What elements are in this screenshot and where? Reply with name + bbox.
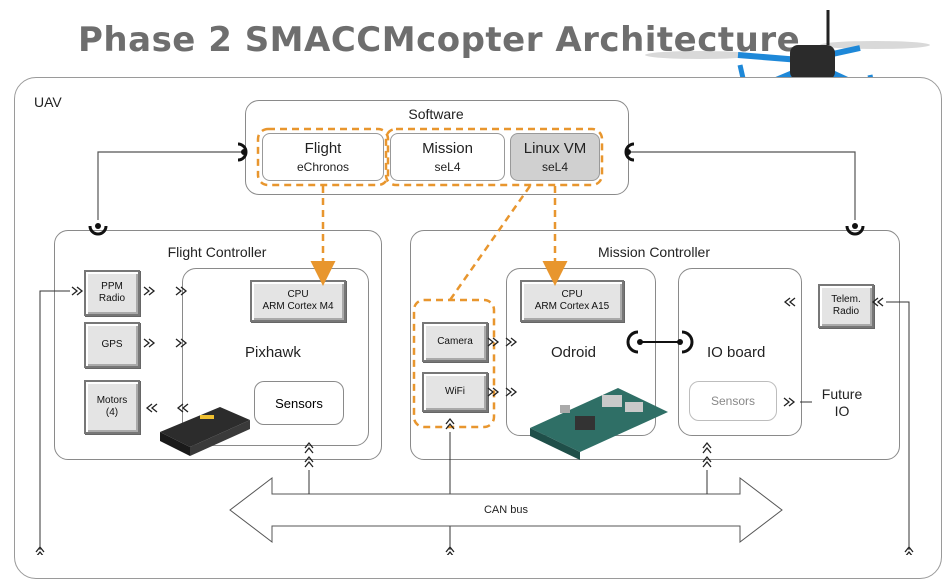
fc-cpu-line1: CPU	[287, 289, 309, 300]
can-bus-label: CAN bus	[483, 504, 529, 516]
wifi-block: WiFi	[422, 372, 488, 412]
flight-controller-label: Flight Controller	[167, 244, 267, 260]
linux-vm-partition: Linux VM seL4	[510, 133, 600, 181]
page-title: Phase 2 SMACCMcopter Architecture	[78, 20, 801, 60]
camera-label: Camera	[437, 336, 473, 347]
mission-partition: Mission seL4	[390, 133, 505, 181]
motors-line1: Motors	[96, 395, 128, 406]
mission-controller-label: Mission Controller	[597, 244, 711, 260]
fc-sensors-box: Sensors	[254, 381, 344, 425]
mc-cpu-block: CPU ARM Cortex A15	[520, 280, 624, 322]
fc-cpu-block: CPU ARM Cortex M4	[250, 280, 346, 322]
mission-partition-name: Mission	[422, 140, 473, 157]
linux-vm-os: seL4	[541, 160, 569, 174]
ppm-radio-line2: Radio	[98, 293, 126, 304]
uav-label: UAV	[34, 94, 62, 110]
ppm-radio-line1: PPM	[101, 281, 123, 292]
ppm-radio-block: PPM Radio	[84, 270, 140, 316]
gps-block: GPS	[84, 322, 140, 368]
future-io-line1: Future	[821, 386, 863, 402]
mc-cpu-line1: CPU	[561, 289, 583, 300]
mc-cpu-line2: ARM Cortex A15	[534, 301, 610, 312]
flight-partition-os: eChronos	[296, 160, 350, 174]
pixhawk-label: Pixhawk	[245, 344, 301, 361]
future-io-label: Future IO	[814, 386, 870, 420]
flight-partition: Flight eChronos	[262, 133, 384, 181]
flight-partition-name: Flight	[304, 140, 342, 157]
telem-radio-block: Telem. Radio	[818, 284, 874, 328]
odroid-label: Odroid	[551, 344, 597, 361]
motors-line2: (4)	[105, 407, 119, 418]
future-io-line2: IO	[834, 403, 850, 419]
io-board-label: IO board	[707, 344, 766, 361]
mission-partition-os: seL4	[434, 160, 461, 174]
gps-label: GPS	[101, 339, 123, 350]
io-sensors-box: Sensors	[689, 381, 777, 421]
fc-sensors-label: Sensors	[275, 395, 323, 411]
wifi-label: WiFi	[445, 386, 465, 397]
fc-cpu-line2: ARM Cortex M4	[262, 301, 334, 312]
telem-radio-line2: Radio	[832, 306, 860, 317]
linux-vm-name: Linux VM	[523, 140, 587, 157]
camera-block: Camera	[422, 322, 488, 362]
software-label: Software	[408, 106, 464, 122]
telem-radio-line1: Telem.	[831, 294, 861, 305]
motors-block: Motors (4)	[84, 380, 140, 434]
io-sensors-label: Sensors	[710, 394, 756, 408]
